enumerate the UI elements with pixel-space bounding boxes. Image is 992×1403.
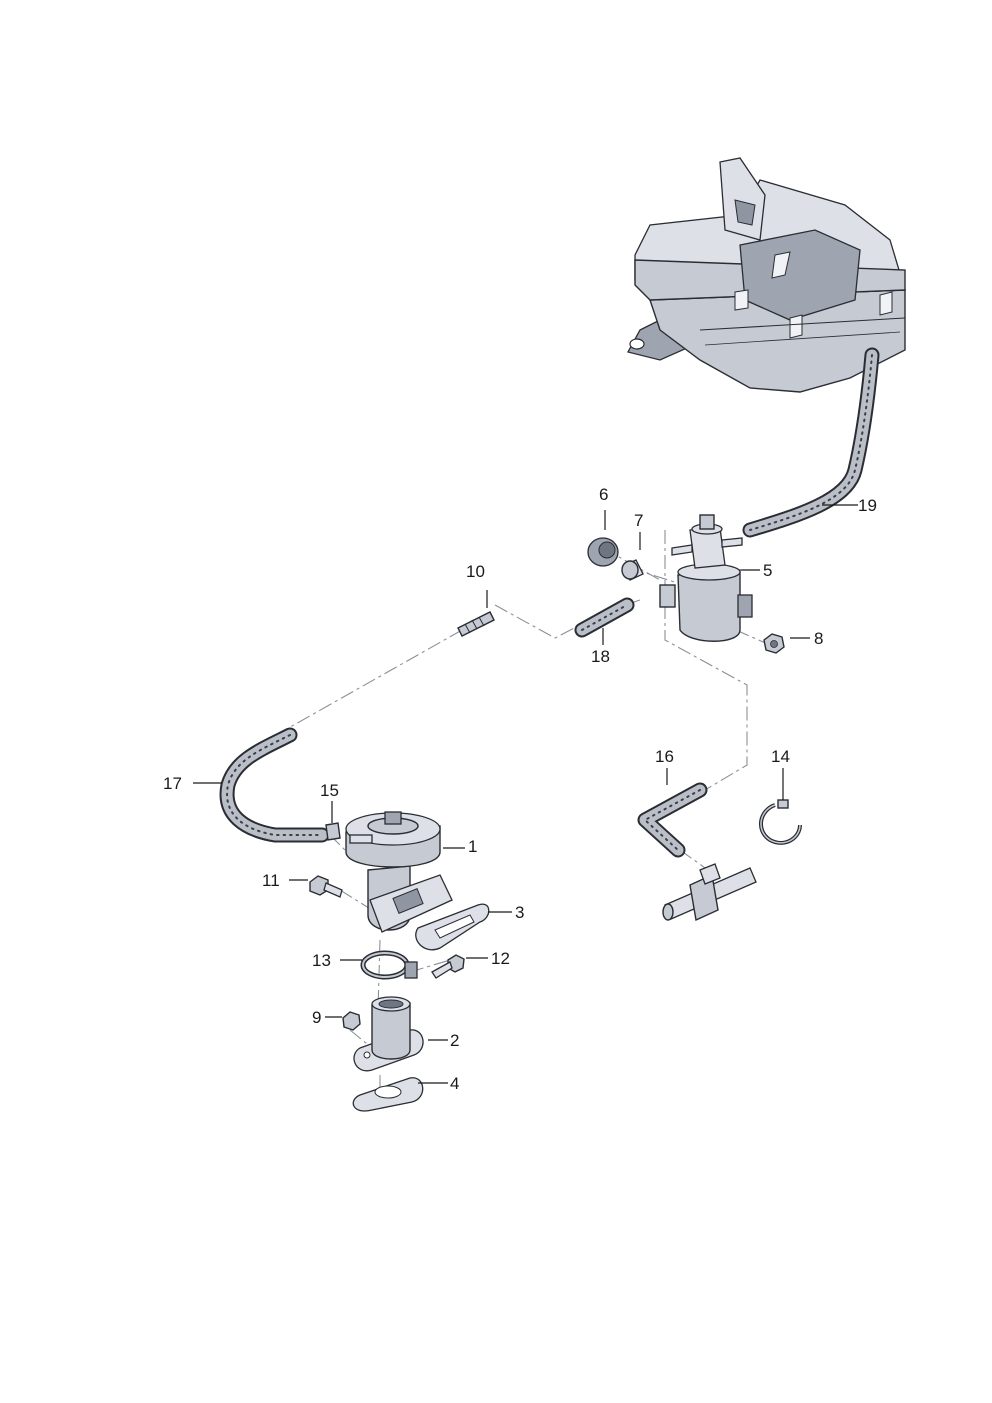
vacuum-hose-17 [219, 727, 330, 843]
callout-9: 9 [312, 1008, 321, 1027]
callout-5: 5 [763, 561, 772, 580]
callout-12: 12 [491, 949, 510, 968]
callout-13: 13 [312, 951, 331, 970]
sleeve-7 [621, 559, 644, 581]
nut-9 [342, 1011, 361, 1031]
callout-1: 1 [468, 837, 477, 856]
callout-19: 19 [858, 496, 877, 515]
flange-pipe-2 [353, 996, 424, 1072]
hose-clamp-13 [360, 950, 418, 980]
callout-8: 8 [814, 629, 823, 648]
t-connector [662, 863, 757, 922]
clip-14 [759, 799, 802, 845]
callout-6: 6 [599, 485, 608, 504]
bolt-11 [309, 875, 343, 898]
callout-labels: 1 2 3 4 5 6 7 8 9 10 11 12 13 14 15 16 1… [163, 485, 877, 1093]
callout-7: 7 [634, 511, 643, 530]
callout-10: 10 [466, 562, 485, 581]
egr-valve-1 [345, 811, 453, 933]
connector-10 [457, 611, 495, 637]
nut-8 [763, 633, 785, 654]
callout-2: 2 [450, 1031, 459, 1050]
air-filter-housing [627, 157, 906, 393]
gasket-4 [352, 1077, 424, 1112]
callout-3: 3 [515, 903, 524, 922]
leader-lines [193, 504, 858, 1084]
callout-18: 18 [591, 647, 610, 666]
vacuum-hose-19 [742, 347, 880, 538]
elbow-hose-16 [637, 782, 708, 858]
bolt-12 [431, 954, 465, 979]
callout-17: 17 [163, 774, 182, 793]
grommet-6 [587, 537, 619, 567]
hose-piece-18 [574, 597, 635, 638]
gasket-3 [415, 903, 490, 951]
callout-14: 14 [771, 747, 790, 766]
callout-4: 4 [450, 1074, 459, 1093]
clamp-15 [325, 822, 341, 841]
callout-11: 11 [262, 871, 280, 890]
callout-15: 15 [320, 781, 339, 800]
callout-16: 16 [655, 747, 674, 766]
solenoid-valve-5 [659, 514, 753, 642]
